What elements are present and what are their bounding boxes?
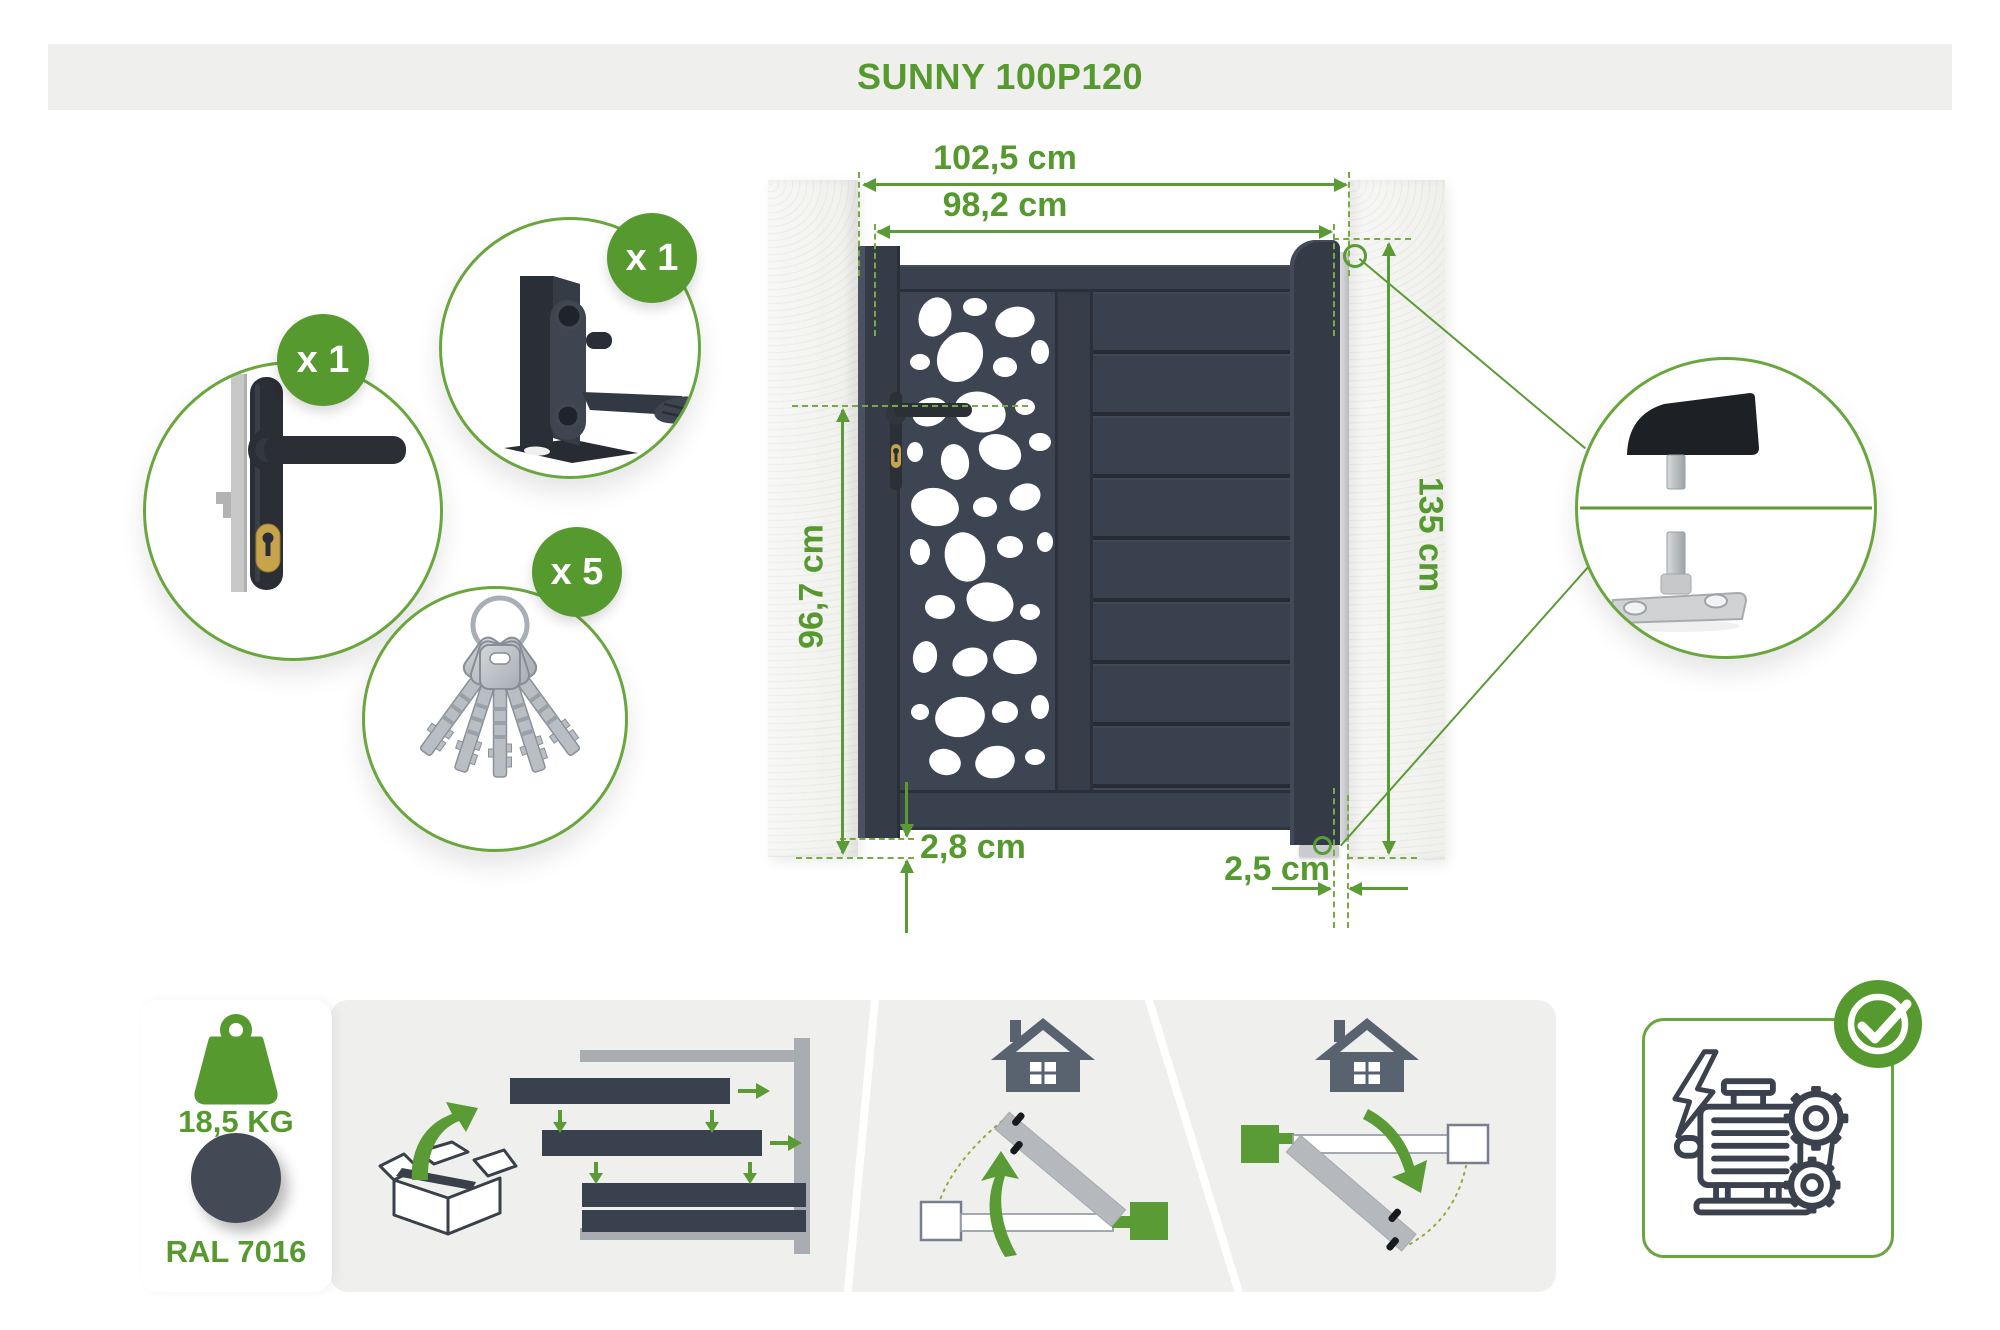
wall-pillar-right [1349,180,1445,860]
weight-icon [194,1014,278,1105]
gate-bottom-rail [900,790,1290,830]
dim-label-handle-height: 96,7 cm [792,524,831,649]
handle-illustration [216,374,406,592]
kit-assembly-diagram [378,1038,810,1254]
check-badge-icon [1834,980,1922,1068]
keys-illustration [383,595,593,798]
swing-arrow-down-icon [1363,1109,1427,1193]
gate-top-rail [900,265,1290,292]
handle-qty-badge: x 1 [277,314,369,406]
house-icon [1315,1018,1419,1092]
gate-slat-panel [1093,292,1290,790]
guide-dash-handle-height [792,405,1028,407]
dim-arrow-post-height [1381,242,1396,855]
color-swatch [191,1133,281,1223]
color-code-label: RAL 7016 [165,1234,307,1269]
dim-label-post-height: 135 cm [1411,476,1450,593]
dim-arrow-leaf-width [876,224,1333,239]
guide-dash-br-inner [1333,788,1335,928]
title-banner: SUNNY 100P120 [48,44,1952,110]
dim-arrow-gap-right [1348,881,1408,896]
dim-arrow-clearance-bottom [899,859,914,933]
keys-callout-circle [362,586,628,852]
gate-hinge-post [1290,240,1340,845]
dim-label-side-gap: 2,5 cm [1224,850,1330,888]
divider-line [841,1000,881,1292]
latch-qty-badge: x 1 [607,213,697,303]
dim-label-ground-clearance: 2,8 cm [920,828,1026,866]
guide-dash-br-outer [1347,795,1349,928]
dim-arrow-clearance-top [899,782,914,838]
unboxing-icon [378,1140,518,1236]
gate-middle-stile [1055,292,1093,790]
dim-label-total-width: 102,5 cm [933,139,1077,177]
guide-dash-right-inner [1333,224,1335,336]
latch-illustration [504,276,698,463]
dim-label-leaf-width: 98,2 cm [942,186,1068,224]
guide-dash-hinge-top [1333,238,1411,240]
guide-dash-ground-right [1347,857,1417,859]
guide-dash-ground-left [796,857,914,859]
gate-decorative-panel [900,292,1055,790]
bottom-hinge-marker [1313,836,1332,855]
guide-dash-left-inner [874,224,876,336]
pebble-pattern-icon [907,297,1053,779]
hinge-gap-strip [1340,252,1349,842]
house-icon [991,1018,1095,1092]
swing-arrow-up-icon [981,1151,1019,1257]
gate-left-stile [858,246,900,838]
gate-swing-inward-diagram [919,1018,1168,1257]
unbox-arrow-icon [411,1102,478,1180]
dim-arrow-gap-left [1272,881,1332,896]
motorizable-panel [1642,1018,1894,1258]
guide-dash-gate-bottom [840,838,914,840]
guide-dash-left-outer [858,172,860,276]
dim-arrow-handle-height [835,408,850,855]
hinge-detail-circle [1575,357,1877,659]
gate-swing-outward-diagram [1241,1018,1490,1252]
keys-qty-badge: x 5 [532,527,622,617]
page-title: SUNNY 100P120 [856,56,1143,97]
top-hinge-marker [1343,244,1367,268]
gate-handle-icon [886,392,972,490]
hinge-detail-illustration [1580,393,1872,632]
motor-icon [1672,1049,1849,1216]
handle-callout-circle [143,361,443,661]
guide-dash-right-outer [1348,172,1350,276]
dim-arrow-total-width [862,177,1348,192]
